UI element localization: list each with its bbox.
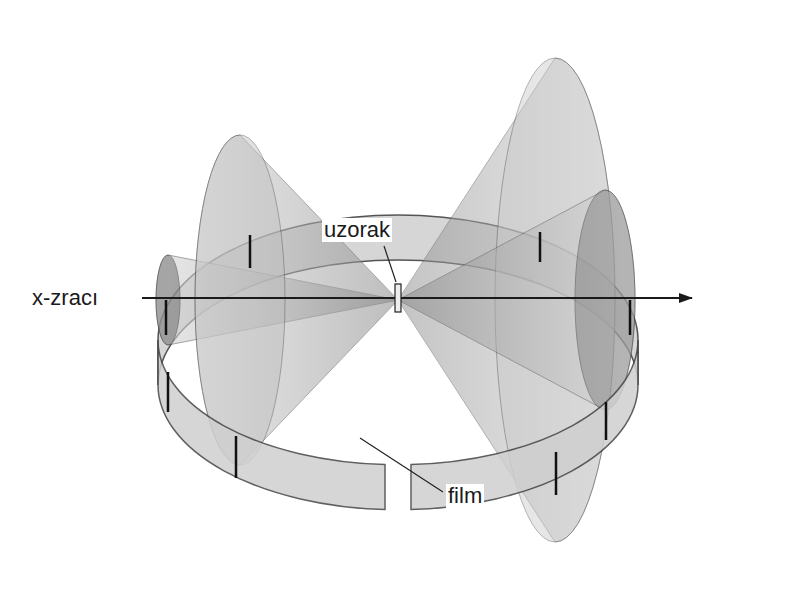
film-band-front bbox=[411, 340, 638, 510]
part-label: uzorak bbox=[322, 218, 392, 242]
part-label: x-zracı bbox=[30, 286, 100, 310]
cone-base bbox=[575, 190, 635, 410]
diffraction-lines bbox=[166, 232, 630, 495]
film-band-front bbox=[158, 340, 385, 510]
cone-base bbox=[156, 255, 180, 345]
sample bbox=[395, 284, 401, 312]
x-ray-beam bbox=[142, 297, 692, 299]
leader-line bbox=[384, 246, 396, 282]
diffraction-cone bbox=[398, 190, 635, 410]
part-label: film bbox=[446, 484, 484, 508]
diffraction-cone bbox=[195, 135, 398, 465]
cone-base bbox=[195, 135, 285, 465]
leader-line bbox=[360, 438, 443, 492]
